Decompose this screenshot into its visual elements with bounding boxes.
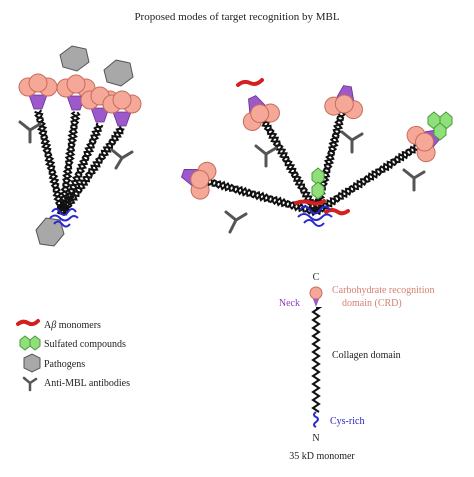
pathogen-hexagon: [103, 59, 134, 87]
crd-trimer: [406, 125, 436, 163]
neck-label: Neck: [279, 298, 300, 309]
collagen-helix-strand: [34, 109, 65, 215]
antibody-icon: [224, 210, 248, 234]
crd-circle: [190, 169, 210, 189]
collagen-helix-strand: [196, 174, 317, 217]
abeta-monomer-icon: [236, 78, 350, 216]
crd-label-line2: domain (CRD): [342, 298, 402, 309]
neck-regions: [28, 94, 132, 127]
neck-region: [66, 95, 86, 111]
antibody-icon: [340, 130, 364, 154]
mbl-bundle-right: [181, 78, 453, 234]
legend-label-antibodies: Anti-MBL antibodies: [44, 378, 130, 389]
monomer-caption: 35 kD monomer: [289, 451, 355, 462]
collagen-helix-strand: [257, 109, 317, 213]
n-terminus-label: N: [312, 433, 319, 444]
pathogen-hexagon: [59, 45, 90, 72]
monomer-schematic: C Neck Carbohydrate recognition domain (…: [279, 272, 435, 462]
neck-region: [28, 94, 48, 110]
diagram-title: Proposed modes of target recognition by …: [134, 11, 339, 23]
crd-circle: [415, 132, 435, 152]
collagen-stalks: [195, 99, 430, 217]
antibody-icon: [110, 148, 134, 170]
neck-shape: [66, 95, 86, 111]
pathogen-hexagon: [35, 217, 65, 247]
neck-shape: [313, 299, 319, 307]
legend-label-sulfated: Sulfated compounds: [44, 339, 126, 350]
sulfated-compound-icon: [311, 111, 453, 200]
neck-shape: [28, 94, 48, 110]
collagen-helix-strand: [314, 138, 430, 213]
legend-label-pathogens: Pathogens: [44, 359, 85, 370]
crd-circle: [28, 73, 48, 93]
crd-trimer: [102, 90, 142, 114]
crd-circle: [66, 74, 86, 94]
crd-trimer: [190, 161, 217, 200]
cys-rich-strand: [313, 411, 319, 428]
antibody-icon: [18, 120, 42, 144]
crd-heads: [18, 73, 142, 114]
cys-rich-label: Cys-rich: [330, 416, 364, 427]
collagen-helix-strand: [57, 124, 104, 215]
crd-circle: [334, 94, 354, 114]
collagen-stalks: [34, 109, 125, 216]
antibody-legend-icon: [22, 376, 38, 392]
mbl-bundle-left: [18, 45, 142, 247]
crd-trimer: [242, 103, 280, 131]
neck-shape: [90, 107, 110, 123]
abeta-legend-icon: [16, 319, 40, 327]
cys-rich-knot: [49, 208, 79, 228]
crd-circle: [112, 90, 132, 110]
collagen-helix-strand: [312, 199, 322, 213]
neck-region: [112, 111, 132, 127]
pathogen-legend-icon: [23, 353, 41, 373]
collagen-strand: [311, 307, 323, 413]
crd-circle: [250, 104, 270, 124]
crd-label-line1: Carbohydrate recognition: [332, 285, 434, 296]
legend-label-abeta: Aβ monomers: [44, 320, 101, 331]
crd-heads: [190, 94, 436, 200]
antibody-icon: [254, 144, 278, 168]
collagen-helix-strand: [58, 127, 125, 215]
cys-rich-knot: [297, 205, 333, 227]
antibody-icon: [402, 168, 426, 192]
crd-trimer: [324, 94, 363, 120]
crd-circle: [309, 286, 323, 300]
crd-trimer: [18, 73, 58, 97]
neck-shape: [112, 111, 132, 127]
legend: Aβ monomers Sulfated compounds Pathogens…: [16, 319, 130, 392]
neck-region: [90, 107, 110, 123]
c-terminus-label: C: [313, 272, 320, 283]
collagen-label: Collagen domain: [332, 350, 401, 361]
sulfated-legend-icon: [19, 335, 41, 351]
